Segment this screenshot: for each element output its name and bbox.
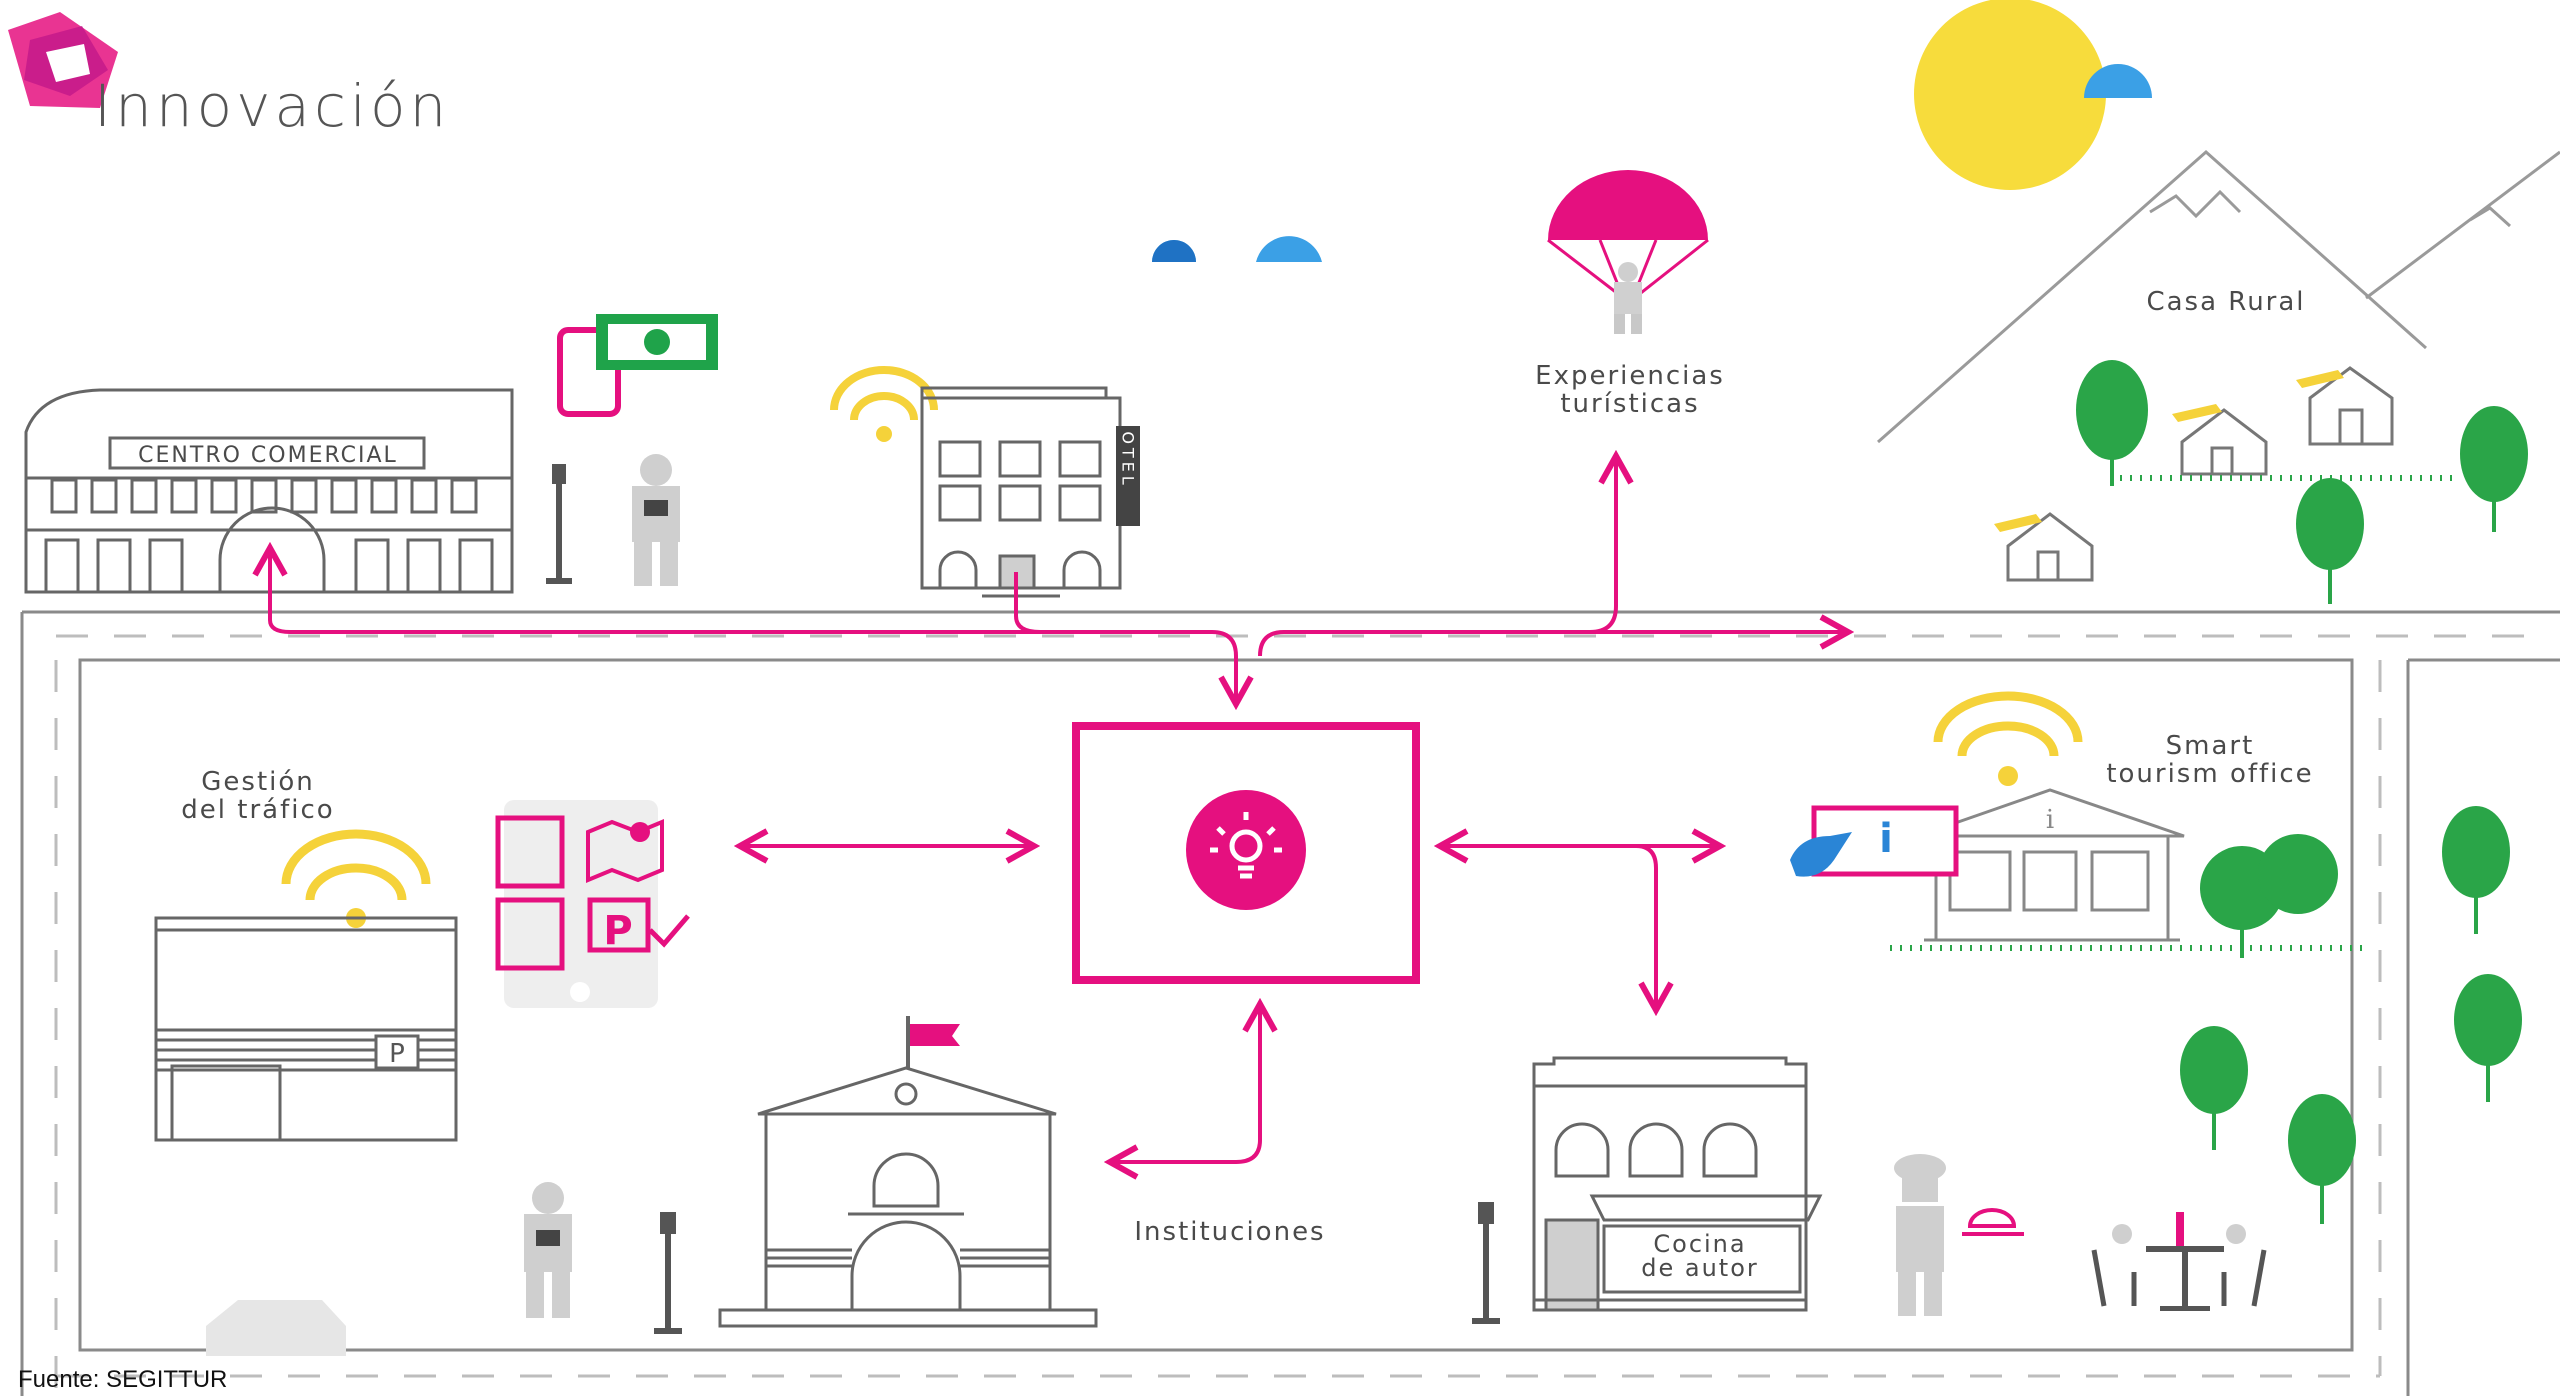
tourist-icon — [632, 454, 680, 586]
dish-icon — [1962, 1210, 2024, 1234]
lightbulb-icon — [1186, 790, 1306, 910]
parachute-icon — [1548, 170, 1708, 334]
smart-office-label-line1: Smart — [2166, 731, 2255, 761]
wifi-dot-icon — [876, 426, 892, 442]
smartphone-apps-icon — [498, 800, 688, 1008]
experiencias-label-line1: Experiencias — [1535, 361, 1725, 391]
gestion-label-line1: Gestión — [201, 767, 315, 797]
street-lamp-icon — [546, 464, 572, 584]
instituciones-label: Instituciones — [1134, 1217, 1325, 1247]
institution-building — [720, 1068, 1096, 1326]
sun-icon — [1914, 0, 2106, 190]
street-lamp-icon — [1472, 1202, 1500, 1324]
gestion-label-line2: del tráfico — [181, 795, 334, 825]
casa-rural-label: Casa Rural — [2146, 287, 2305, 317]
flag-icon — [906, 1016, 960, 1068]
tree-icon — [2076, 360, 2528, 1224]
parking-sign: P — [389, 1039, 405, 1069]
page-title: Innovación — [94, 72, 450, 140]
solar-panel-icon — [1994, 370, 2344, 532]
shopping-center-label: CENTRO COMERCIAL — [138, 443, 398, 468]
hotel-sign: HOTEL — [1119, 415, 1138, 488]
wifi-icon — [834, 370, 934, 420]
parking-app-glyph: P — [603, 908, 632, 954]
cocina-label-line2: de autor — [1641, 1254, 1759, 1282]
grass-dots — [1890, 478, 2460, 948]
touch-screen-icon — [1790, 808, 1956, 877]
car-icon — [206, 1300, 346, 1356]
tourist-icon — [524, 1182, 572, 1318]
dining-table-icon — [2094, 1212, 2264, 1311]
source-caption: Fuente: SEGITTUR — [18, 1366, 227, 1394]
info-glyph: i — [2046, 805, 2054, 835]
cloud-shadow-icon — [1152, 240, 1196, 262]
smart-office-label-line2: tourism office — [2106, 759, 2313, 789]
info-screen-glyph: i — [1879, 816, 1893, 862]
chef-icon — [1894, 1154, 1946, 1316]
wifi-icon — [286, 834, 426, 900]
parking-garage-building — [156, 918, 456, 1140]
street-lamp-icon — [654, 1212, 682, 1334]
wifi-dot-icon — [1998, 766, 2018, 786]
mobile-payment-icon — [560, 314, 718, 414]
wifi-icon — [1938, 696, 2078, 756]
experiencias-label-line2: turísticas — [1560, 389, 1699, 419]
hotel-building — [922, 388, 1140, 596]
